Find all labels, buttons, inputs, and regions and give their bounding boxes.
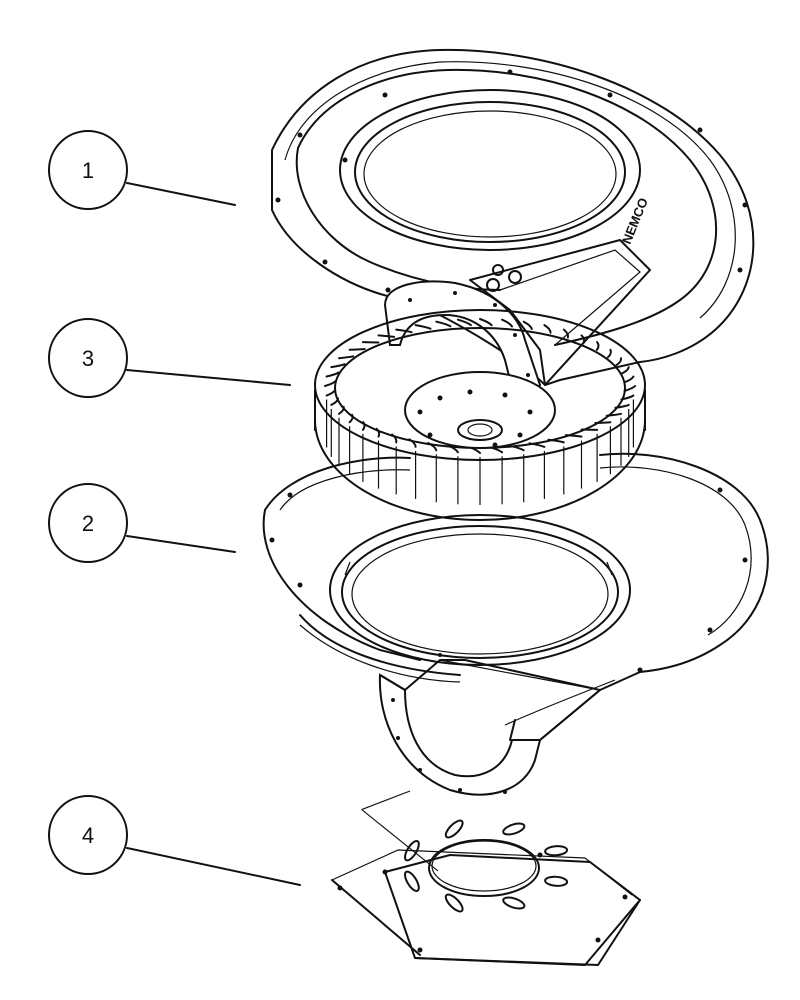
callout-3-label: 3 xyxy=(82,346,94,371)
part-3-blower-wheel xyxy=(314,309,646,521)
blade-slot xyxy=(427,442,438,452)
blade-slot xyxy=(414,324,432,330)
part-2-outlet-cutoff xyxy=(378,653,616,796)
blade-slot xyxy=(408,438,417,448)
callout-1-label: 1 xyxy=(82,158,94,183)
base-slot xyxy=(502,896,526,910)
blade-slot xyxy=(620,366,630,375)
base-slot xyxy=(444,893,464,913)
blade-slot xyxy=(547,438,565,444)
callout-3: 3 xyxy=(48,318,291,398)
blade-slot xyxy=(595,341,600,351)
blade-slot xyxy=(580,334,586,345)
blade-slot xyxy=(435,320,452,328)
blade-slot xyxy=(623,375,635,384)
blade-slot xyxy=(623,385,636,392)
callout-4-label: 4 xyxy=(82,823,94,848)
blade-slot xyxy=(348,413,354,424)
blade-slot xyxy=(395,328,413,334)
base-slot xyxy=(404,870,420,892)
base-slot xyxy=(502,822,526,836)
blade-slot xyxy=(348,348,366,351)
blade-slot xyxy=(375,427,381,438)
blade-slot xyxy=(605,412,622,417)
base-slot xyxy=(544,875,569,887)
blade-slot xyxy=(325,388,337,397)
blade-slot xyxy=(522,320,533,330)
blade-slot xyxy=(620,394,635,401)
callout-2-label: 2 xyxy=(82,511,94,536)
blade-slot xyxy=(562,328,570,339)
base-plate-slots xyxy=(404,819,569,913)
part-4-hex-base-plate xyxy=(331,790,641,966)
blade-slot xyxy=(330,397,340,406)
blade-slot xyxy=(324,380,337,387)
blade-slot xyxy=(456,318,472,327)
base-slot xyxy=(444,819,464,839)
wheel-side-blades xyxy=(326,399,635,505)
blade-slot xyxy=(338,355,355,360)
callout-4: 4 xyxy=(48,795,301,886)
blade-slot xyxy=(528,442,546,448)
blade-slot xyxy=(325,371,340,378)
part-2-lower-housing xyxy=(262,452,769,741)
wheel-blades xyxy=(324,318,636,454)
blade-slot xyxy=(501,318,513,328)
brand-label: NEMCO xyxy=(619,196,651,246)
blade-slot xyxy=(615,357,623,367)
blade-slot xyxy=(361,421,366,431)
blade-slot xyxy=(391,433,398,444)
blade-slot xyxy=(564,434,583,438)
blade-slot xyxy=(330,363,346,369)
blade-slot xyxy=(543,324,552,334)
blade-slot xyxy=(338,405,345,415)
part-1-upper-housing: NEMCO xyxy=(271,48,755,386)
blade-slot xyxy=(447,444,459,454)
blade-slot xyxy=(479,318,493,327)
blade-slot xyxy=(594,421,612,424)
blade-slot xyxy=(377,334,396,338)
blade-slot xyxy=(614,403,630,409)
blade-slot xyxy=(508,444,525,452)
base-slot xyxy=(404,840,420,862)
callout-2: 2 xyxy=(48,483,236,563)
callout-1: 1 xyxy=(48,130,236,210)
base-slot xyxy=(544,845,569,857)
blade-slot xyxy=(606,348,612,359)
